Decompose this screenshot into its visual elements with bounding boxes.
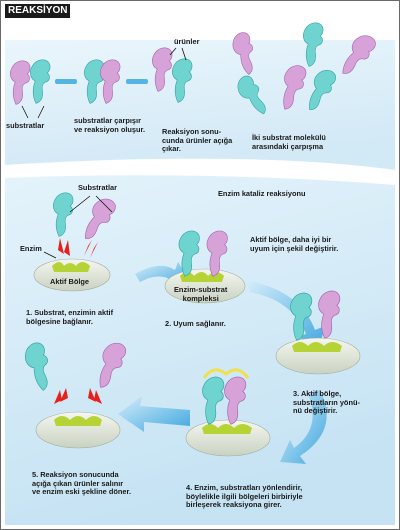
label-two-molecules: İki substrat molekülü arasındaki çarpışm… bbox=[252, 133, 326, 151]
label-result-line1: Reaksiyon sonu- bbox=[162, 127, 222, 136]
label-complex-line1: Enzim-substrat bbox=[174, 285, 228, 294]
label-complex-line2: kompleksi bbox=[182, 293, 219, 303]
label-step5: 5. Reaksiyon sonucunda açığa çıkan ürünl… bbox=[32, 470, 132, 497]
label-substratlar-bottom: Substratlar bbox=[78, 183, 118, 192]
pointer-substratlar-b1 bbox=[69, 195, 91, 213]
label-step3-line1: 3. Aktif bölge, bbox=[293, 389, 342, 398]
label-aktif-bolge: Aktif Bölge bbox=[50, 277, 90, 286]
arrow-1 bbox=[55, 79, 77, 84]
flow-arrow-4-5 bbox=[118, 396, 190, 432]
pointer-enzim bbox=[43, 251, 57, 259]
pointer-substratlar-b2 bbox=[95, 195, 113, 213]
flow-arrow-3-4 bbox=[280, 390, 327, 464]
label-step4-line3: birleşerek reaksiyona girer. bbox=[186, 500, 282, 510]
label-step4-line2: böylelikle ilgili bölgeleri birbiriyle bbox=[186, 491, 303, 501]
label-fit-note-line1: Aktif bölge, daha iyi bir bbox=[250, 235, 332, 244]
label-enzim: Enzim bbox=[20, 244, 42, 253]
label-collide-line2: ve reaksiyon oluşur. bbox=[74, 124, 146, 134]
pointer-urunler-2 bbox=[181, 47, 187, 61]
enzyme-step2 bbox=[164, 230, 246, 304]
label-step4-line1: 4. Enzim, substratları yönlendirir, bbox=[186, 483, 303, 492]
label-step1: 1. Substrat, enzimin aktif bölgesine bağ… bbox=[26, 308, 114, 326]
label-step3-line3: nü değiştirir. bbox=[293, 406, 338, 416]
enzyme-step1 bbox=[33, 192, 119, 292]
label-step2: 2. Uyum sağlanır. bbox=[165, 319, 226, 328]
label-step5-line2: açığa çıkan ürünler salınır bbox=[32, 478, 124, 488]
label-collide: substratlar çarpışır ve reaksiyon oluşur… bbox=[74, 116, 146, 134]
label-result-line3: çıkar. bbox=[162, 144, 181, 154]
label-two-molecules-line2: arasındaki çarpışma bbox=[252, 141, 324, 151]
label-result-line2: cunda ürünler açığa bbox=[162, 135, 233, 145]
label-step3: 3. Aktif bölge, substratların yönü- nü d… bbox=[293, 389, 360, 416]
label-urunler: ürünler bbox=[174, 37, 200, 46]
pointer-urunler-1 bbox=[169, 47, 177, 56]
enzyme-step5 bbox=[20, 339, 128, 449]
label-fit-note: Aktif bölge, daha iyi bir uyum için şeki… bbox=[250, 235, 339, 253]
pointer-substratlar-2 bbox=[37, 105, 45, 119]
label-step4: 4. Enzim, substratları yönlendirir, böyl… bbox=[186, 483, 303, 510]
label-two-molecules-line1: İki substrat molekülü bbox=[252, 133, 326, 142]
label-complex: Enzim-substrat kompleksi bbox=[174, 285, 228, 303]
label-fit-note-line2: uyum için şekil değiştirir. bbox=[250, 243, 339, 253]
page-title: REAKSİYON bbox=[5, 4, 71, 18]
label-step1-line1: 1. Substrat, enzimin aktif bbox=[26, 308, 114, 317]
label-step3-line2: substratların yönü- bbox=[293, 397, 360, 407]
label-heading: Enzim kataliz reaksiyonu bbox=[218, 189, 306, 198]
enzyme-step4 bbox=[185, 368, 271, 457]
label-step5-line3: ve enzim eski şekline döner. bbox=[32, 487, 132, 497]
label-collide-line1: substratlar çarpışır bbox=[74, 116, 141, 125]
label-result: Reaksiyon sonu- cunda ürünler açığa çıka… bbox=[162, 127, 233, 154]
pointer-substratlar-1 bbox=[21, 105, 29, 119]
label-step1-line2: bölgesine bağlanır. bbox=[26, 316, 93, 326]
arrow-2 bbox=[126, 79, 148, 84]
label-step5-line1: 5. Reaksiyon sonucunda bbox=[32, 470, 119, 479]
enzyme-step3 bbox=[275, 290, 361, 375]
label-substratlar: substratlar bbox=[6, 121, 45, 130]
